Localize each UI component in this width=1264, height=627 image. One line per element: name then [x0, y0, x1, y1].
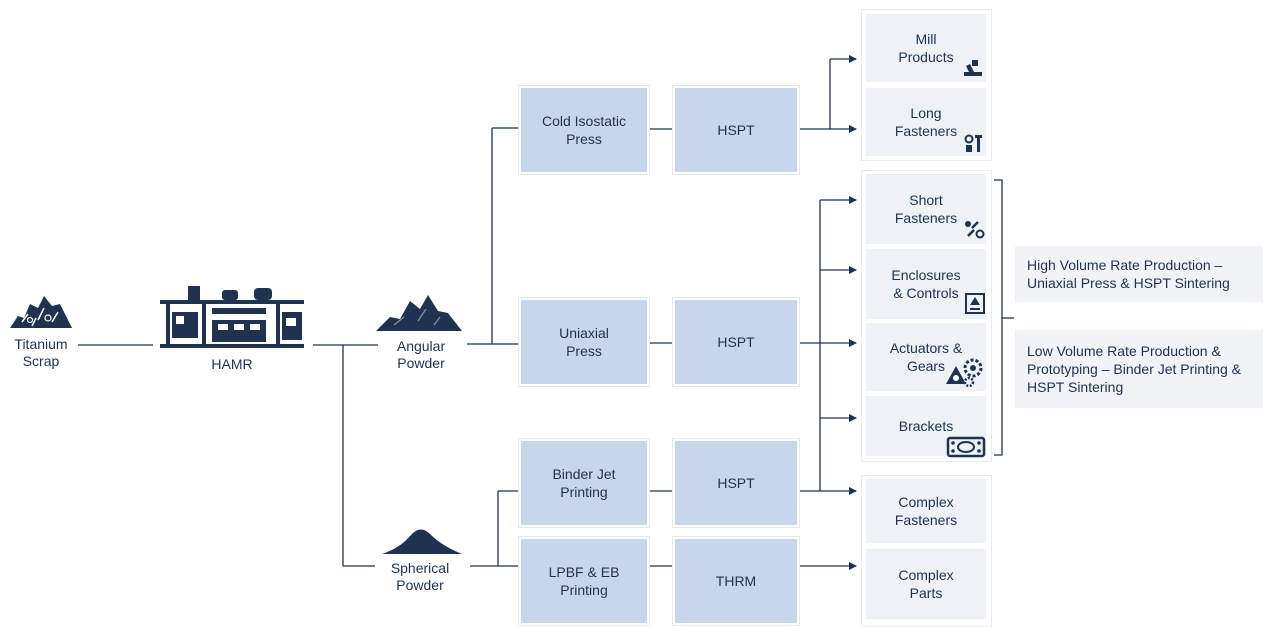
short-fasteners-box: Short Fasteners [866, 174, 986, 244]
complex-fasteners-box: Complex Fasteners [866, 479, 986, 543]
hspt-box-bottom: HSPT [672, 438, 800, 528]
hamr-label: HAMR [211, 356, 253, 372]
hamr-plant-icon [160, 286, 304, 348]
output-group-middle [861, 170, 992, 462]
mill-products-box: Mill Products [866, 14, 986, 82]
angular-powder-icon [376, 295, 462, 331]
binder-jet-printing-box: Binder Jet Printing [518, 438, 650, 528]
bracket-icon [946, 436, 986, 458]
scrap-pile-icon [10, 296, 72, 328]
low-volume-note-text: Low Volume Rate Production & Prototyping… [1027, 343, 1242, 395]
short-fastener-icon [965, 221, 985, 239]
mill-icon [964, 60, 982, 76]
hspt-box-top: HSPT [672, 85, 800, 175]
angular-powder-label: Angular Powder [396, 338, 446, 371]
hspt-box-middle: HSPT [672, 297, 800, 387]
thrm-box: THRM [672, 536, 800, 626]
high-volume-note: High Volume Rate Production – Uniaxial P… [1015, 246, 1263, 302]
fastener-icon [964, 134, 982, 152]
high-volume-note-text: High Volume Rate Production – Uniaxial P… [1027, 257, 1230, 291]
enclosure-icon [965, 293, 985, 314]
lpbf-eb-printing-box: LPBF & EB Printing [518, 536, 650, 626]
cold-isostatic-press-box: Cold Isostatic Press [518, 85, 650, 175]
titanium-scrap-label: Titanium Scrap [14, 336, 68, 369]
spherical-powder-icon [382, 529, 462, 554]
spherical-powder-label: Spherical Powder [390, 560, 450, 593]
complex-parts-box: Complex Parts [866, 549, 986, 619]
uniaxial-press-box: Uniaxial Press [518, 297, 650, 387]
gear-icon [946, 358, 983, 388]
output-group-top [861, 9, 992, 161]
brackets-box: Brackets [866, 396, 986, 456]
long-fasteners-box: Long Fasteners [866, 88, 986, 156]
low-volume-note: Low Volume Rate Production & Prototyping… [1015, 330, 1263, 408]
